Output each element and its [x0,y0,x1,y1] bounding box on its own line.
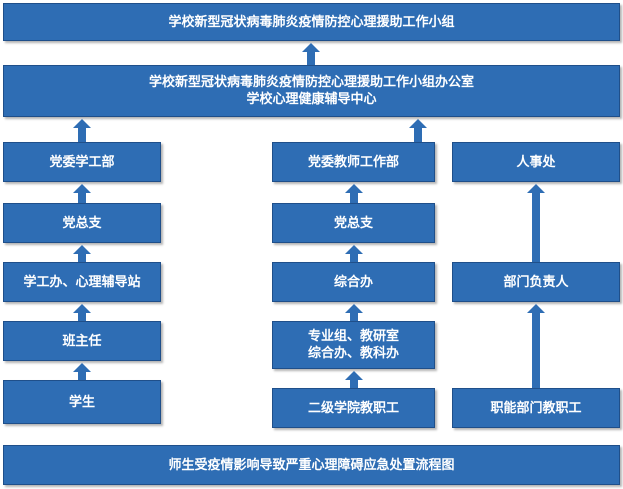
middle-staff-box: 二级学院教职工 [272,388,435,428]
top-group-box: 学校新型冠状病毒肺炎疫情防控心理援助工作小组 [3,3,620,41]
arrow-left-teacher-to-station [73,304,91,321]
right-dept-label: 人事处 [516,154,556,170]
left-teacher-box: 班主任 [3,321,161,361]
office-label-line2: 学校心理健康辅导中心 [246,92,377,107]
arrow-left-station-to-branch [73,245,91,262]
middle-office-box: 综合办 [272,262,435,302]
middle-groups-line2: 综合办、教科办 [307,346,399,361]
office-box: 学校新型冠状病毒肺炎疫情防控心理援助工作小组办公室 学校心理健康辅导中心 [3,65,620,117]
right-head-box: 部门负责人 [452,262,620,302]
left-branch-label: 党总支 [62,215,102,231]
middle-groups-line1: 专业组、教研室 [307,329,399,344]
middle-branch-label: 党总支 [333,215,373,231]
middle-groups-box: 专业组、教研室 综合办、教科办 [272,321,435,369]
left-dept-box: 党委学工部 [3,142,161,182]
middle-branch-box: 党总支 [272,203,435,243]
arrow-middle-dept-to-office [409,119,427,142]
footer-label: 师生受疫情影响导致严重心理障碍应急处置流程图 [168,457,455,473]
middle-dept-label: 党委教师工作部 [307,154,399,170]
arrow-left-student-to-teacher [73,363,91,380]
footer-box: 师生受疫情影响导致严重心理障碍应急处置流程图 [3,445,620,485]
right-staff-label: 职能部门教职工 [490,400,582,416]
arrow-middle-office-to-branch [345,245,363,262]
left-station-label: 学工办、心理辅导站 [23,274,141,290]
arrow-office-to-top [302,43,320,65]
arrow-middle-groups-to-office [345,304,363,321]
left-station-box: 学工办、心理辅导站 [3,262,161,302]
arrow-right-head-to-dept [527,184,545,262]
top-group-label: 学校新型冠状病毒肺炎疫情防控心理援助工作小组 [168,14,455,30]
left-branch-box: 党总支 [3,203,161,243]
right-head-label: 部门负责人 [503,274,569,290]
arrow-left-branch-to-dept [73,184,91,203]
right-dept-box: 人事处 [452,142,620,182]
arrow-right-staff-to-head [527,304,545,388]
left-teacher-label: 班主任 [62,333,102,349]
middle-office-label: 综合办 [333,274,373,290]
middle-dept-box: 党委教师工作部 [272,142,435,182]
arrow-middle-branch-to-dept [345,184,363,203]
arrow-left-dept-to-office [73,119,91,142]
left-student-label: 学生 [68,394,95,410]
office-label-line1: 学校新型冠状病毒肺炎疫情防控心理援助工作小组办公室 [148,75,474,90]
right-staff-box: 职能部门教职工 [452,388,620,428]
left-dept-label: 党委学工部 [49,154,115,170]
arrow-middle-staff-to-groups [345,371,363,388]
left-student-box: 学生 [3,380,161,424]
middle-staff-label: 二级学院教职工 [307,400,399,416]
